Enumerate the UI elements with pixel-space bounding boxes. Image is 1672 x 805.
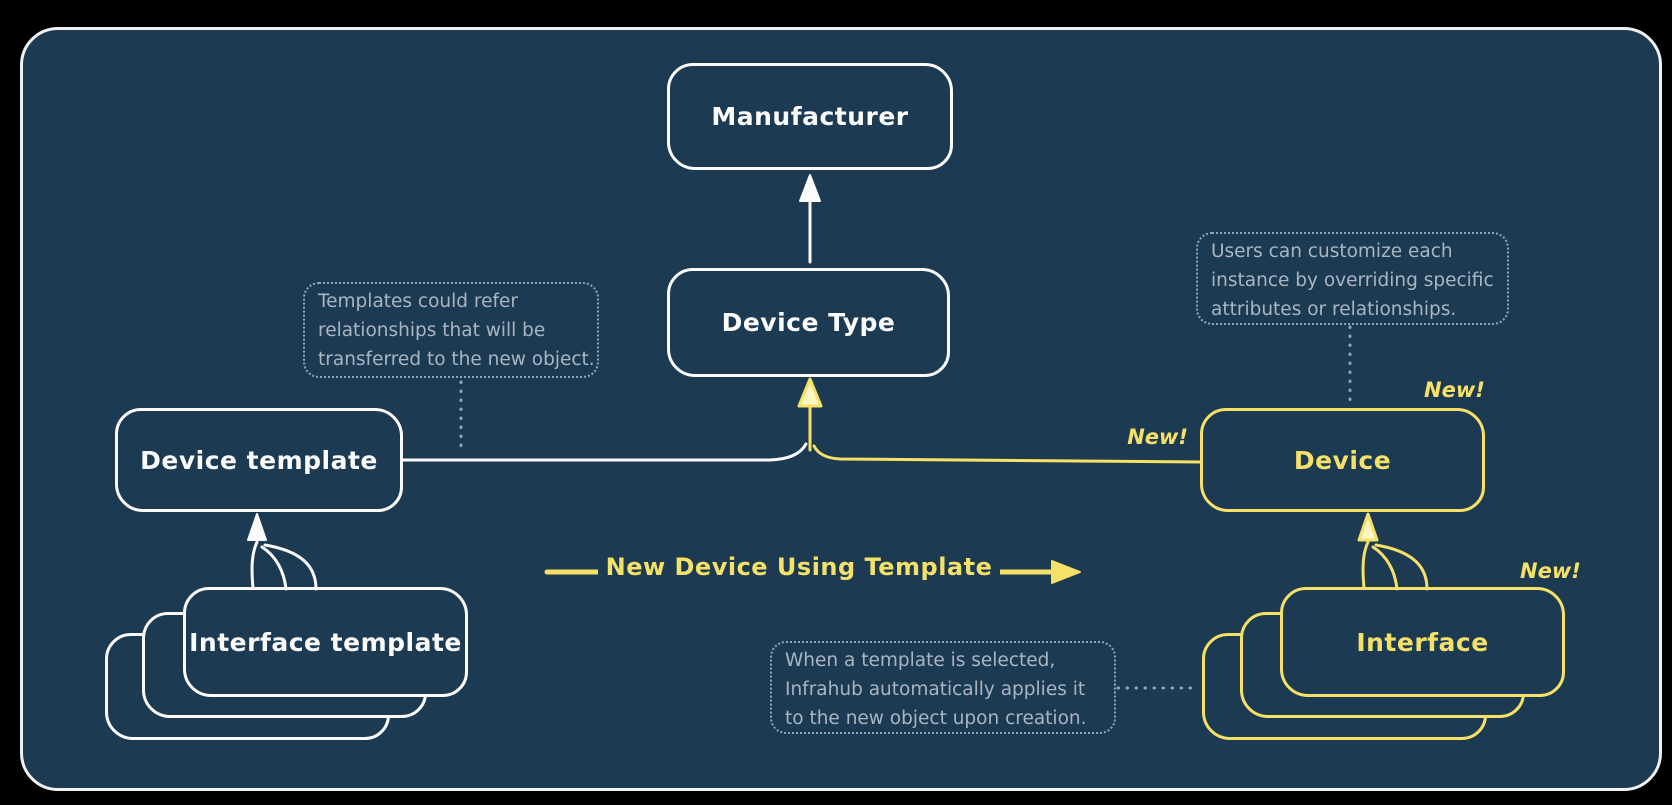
node-interface-label: Interface: [1356, 627, 1489, 657]
node-manufacturer: Manufacturer: [667, 63, 953, 170]
badge-new-device-line: New!: [1127, 425, 1188, 449]
node-interface-template-label: Interface template: [189, 627, 462, 657]
node-device-type-label: Device Type: [721, 308, 896, 337]
node-device-type: Device Type: [667, 268, 950, 377]
note-users-line1: Users can customize each: [1211, 241, 1453, 262]
note-templates-line1: Templates could refer: [318, 291, 518, 312]
badge-new-device-corner: New!: [1424, 378, 1485, 402]
node-device: Device: [1200, 408, 1485, 512]
note-when-line3: to the new object upon creation.: [785, 708, 1087, 729]
note-users-line3: attributes or relationships.: [1211, 299, 1457, 320]
node-interface: Interface: [1280, 587, 1565, 697]
flow-label-text: New Device Using Template: [597, 553, 1001, 581]
note-when-line1: When a template is selected,: [785, 650, 1056, 671]
note-users-line2: instance by overriding specific: [1211, 270, 1494, 291]
node-manufacturer-label: Manufacturer: [711, 102, 909, 131]
node-device-template: Device template: [115, 408, 403, 512]
flow-label: New Device Using Template: [545, 553, 1053, 581]
node-device-label: Device: [1293, 445, 1392, 475]
note-templates-line2: relationships that will be: [318, 320, 546, 341]
node-device-template-label: Device template: [140, 445, 378, 475]
note-templates: Templates could refer relationships that…: [303, 282, 599, 378]
note-when: When a template is selected, Infrahub au…: [770, 641, 1116, 734]
badge-new-interface-corner: New!: [1520, 559, 1581, 583]
note-when-line2: Infrahub automatically applies it: [785, 679, 1086, 700]
note-users: Users can customize each instance by ove…: [1196, 232, 1509, 325]
note-templates-line3: transferred to the new object.: [318, 349, 595, 370]
node-interface-template: Interface template: [183, 587, 468, 697]
